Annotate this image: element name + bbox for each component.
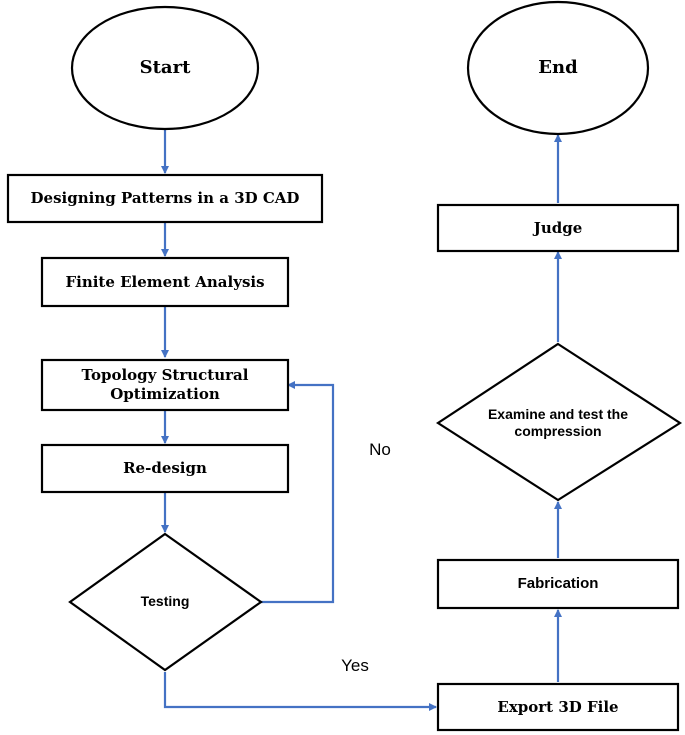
- fea-box: [40, 256, 290, 308]
- arrow-testing-yes-to-export: [163, 672, 437, 711]
- start-label: Start: [139, 56, 191, 78]
- judge-label: Judge: [533, 218, 583, 237]
- examine-diamond: [435, 342, 683, 502]
- yes-edge-label: Yes: [341, 656, 369, 676]
- design-cad-label: Designing Patterns in a 3D CAD: [30, 189, 300, 208]
- no-edge-label: No: [369, 440, 391, 460]
- topology-box: [40, 358, 290, 412]
- export-box: [436, 682, 680, 732]
- fabrication-box: [436, 558, 680, 610]
- end-node: [466, 0, 650, 136]
- start-node: [70, 5, 260, 131]
- topology-label-line2: Optimization: [110, 385, 220, 403]
- connectors: [161, 130, 562, 711]
- arrow-testing-no-loop: [261, 381, 335, 604]
- shapes: [6, 0, 683, 732]
- export-label: Export 3D File: [497, 697, 619, 716]
- fea-label: Finite Element Analysis: [65, 272, 265, 291]
- examine-label-line2: compression: [514, 423, 602, 439]
- end-label: End: [538, 56, 578, 78]
- topology-label-line1: Topology Structural: [81, 366, 249, 385]
- testing-diamond: [68, 532, 263, 672]
- redesign-label: Re-design: [123, 459, 207, 478]
- examine-label-line1: Examine and test the: [487, 405, 629, 422]
- judge-box: [436, 203, 680, 253]
- testing-label: Testing: [140, 593, 190, 610]
- examine-label: Examine and test the compression: [462, 398, 654, 448]
- topology-label: Topology Structural Optimization: [44, 361, 286, 409]
- redesign-box: [40, 443, 290, 494]
- design-cad-box: [6, 173, 324, 224]
- fabrication-label: Fabrication: [517, 574, 599, 592]
